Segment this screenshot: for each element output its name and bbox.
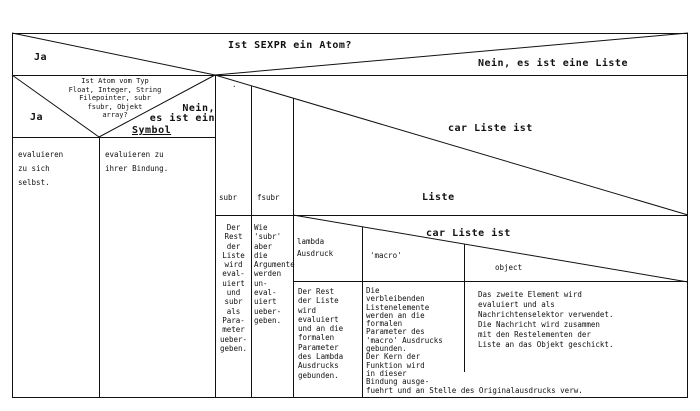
atom-yes-action: evaluieren zu sich selbst. [18,150,64,187]
macro-action: Die verbleibenden Listenelemente werden … [366,286,583,395]
inner-case-object: object [495,263,523,272]
list-case-dot: . [232,80,237,89]
main-condition-question: Ist SEXPR ein Atom? [228,40,352,51]
atom-condition-question: Ist Atom vom Typ Float, Integer, String … [68,77,162,119]
atom-condition-right-diagonal [98,74,216,138]
main-condition-yes-label: Ja [34,52,48,63]
inner-case-lambda: lambda Ausdruck [297,237,334,258]
main-condition-left-diagonal [11,32,216,76]
atom-condition-no-symbol-label: Symbol [132,125,172,136]
inner-case-macro: 'macro' [370,251,402,260]
inner-condition-question: car Liste ist [426,228,511,239]
subr-action: Der Rest der Liste wird eval- uiert und … [219,223,248,353]
list-condition-question: car Liste ist [448,123,533,134]
lambda-action: Der Rest der Liste wird evaluiert und an… [298,287,344,380]
list-case-subr: subr [219,193,238,202]
main-condition-right-diagonal [214,32,689,76]
atom-condition-left-diagonal [11,74,100,138]
inner-condition-diagonal [292,214,689,283]
list-case-list: Liste [422,192,455,203]
fsubr-action: Wie 'subr' aber die Argumente werden un-… [254,223,295,325]
atom-condition-no-label: Nein, es ist ein [149,103,215,124]
atom-condition-yes-label: Ja [30,112,44,123]
atom-no-action: evaluieren zu ihrer Bindung. [105,150,169,173]
list-case-fsubr: fsubr [257,193,280,202]
main-condition-no-label: Nein, es ist eine Liste [478,58,628,69]
object-action: Das zweite Element wird evaluiert und al… [478,290,614,349]
